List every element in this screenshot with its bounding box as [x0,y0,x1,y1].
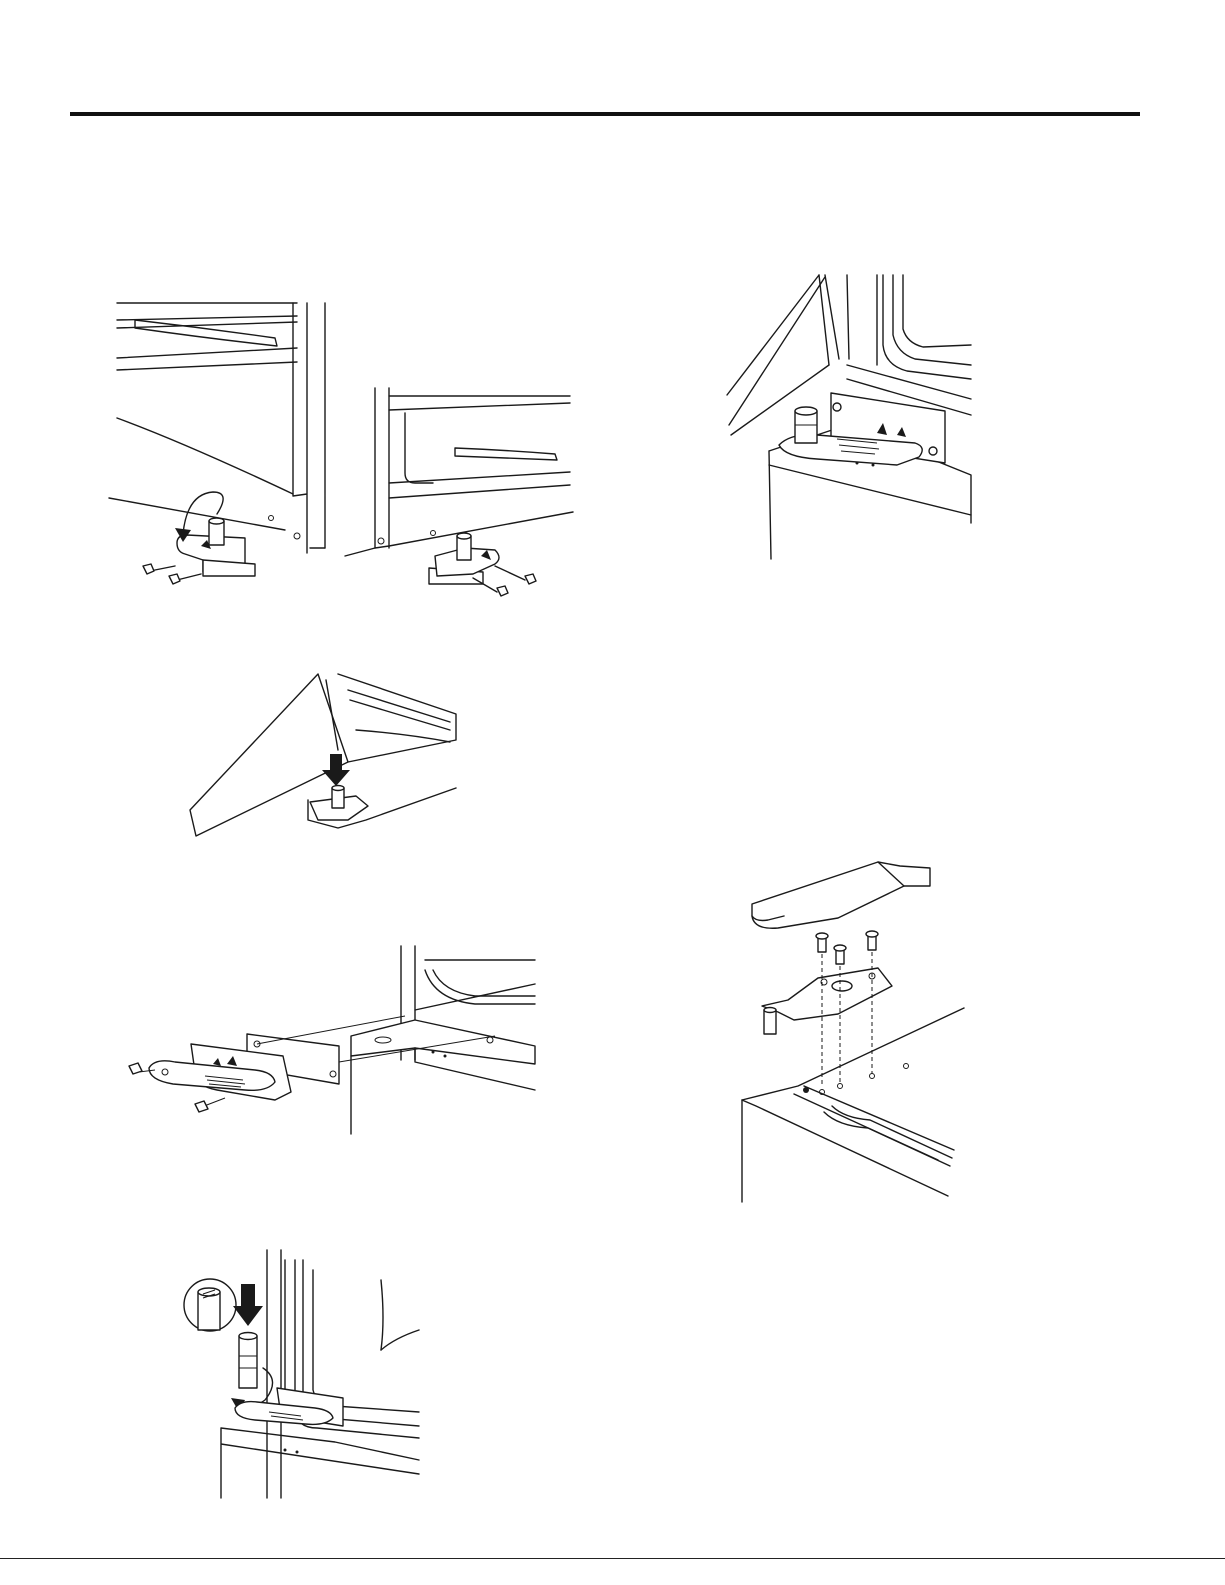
figure-hinge-plate-bolt-assembly [125,940,540,1140]
header-rule [70,112,1140,116]
figure-top-hinge-cover-exploded [738,860,966,1205]
figure-top-hinge-installed [727,275,977,560]
figure-hinge-pin-flip-left [105,298,330,588]
figure-hinge-bracket-right-side [345,388,575,598]
figure-pin-insert-and-rotate [185,1250,425,1500]
figure-door-lowered-onto-pin [188,670,458,842]
footer-rule [0,1558,1225,1559]
